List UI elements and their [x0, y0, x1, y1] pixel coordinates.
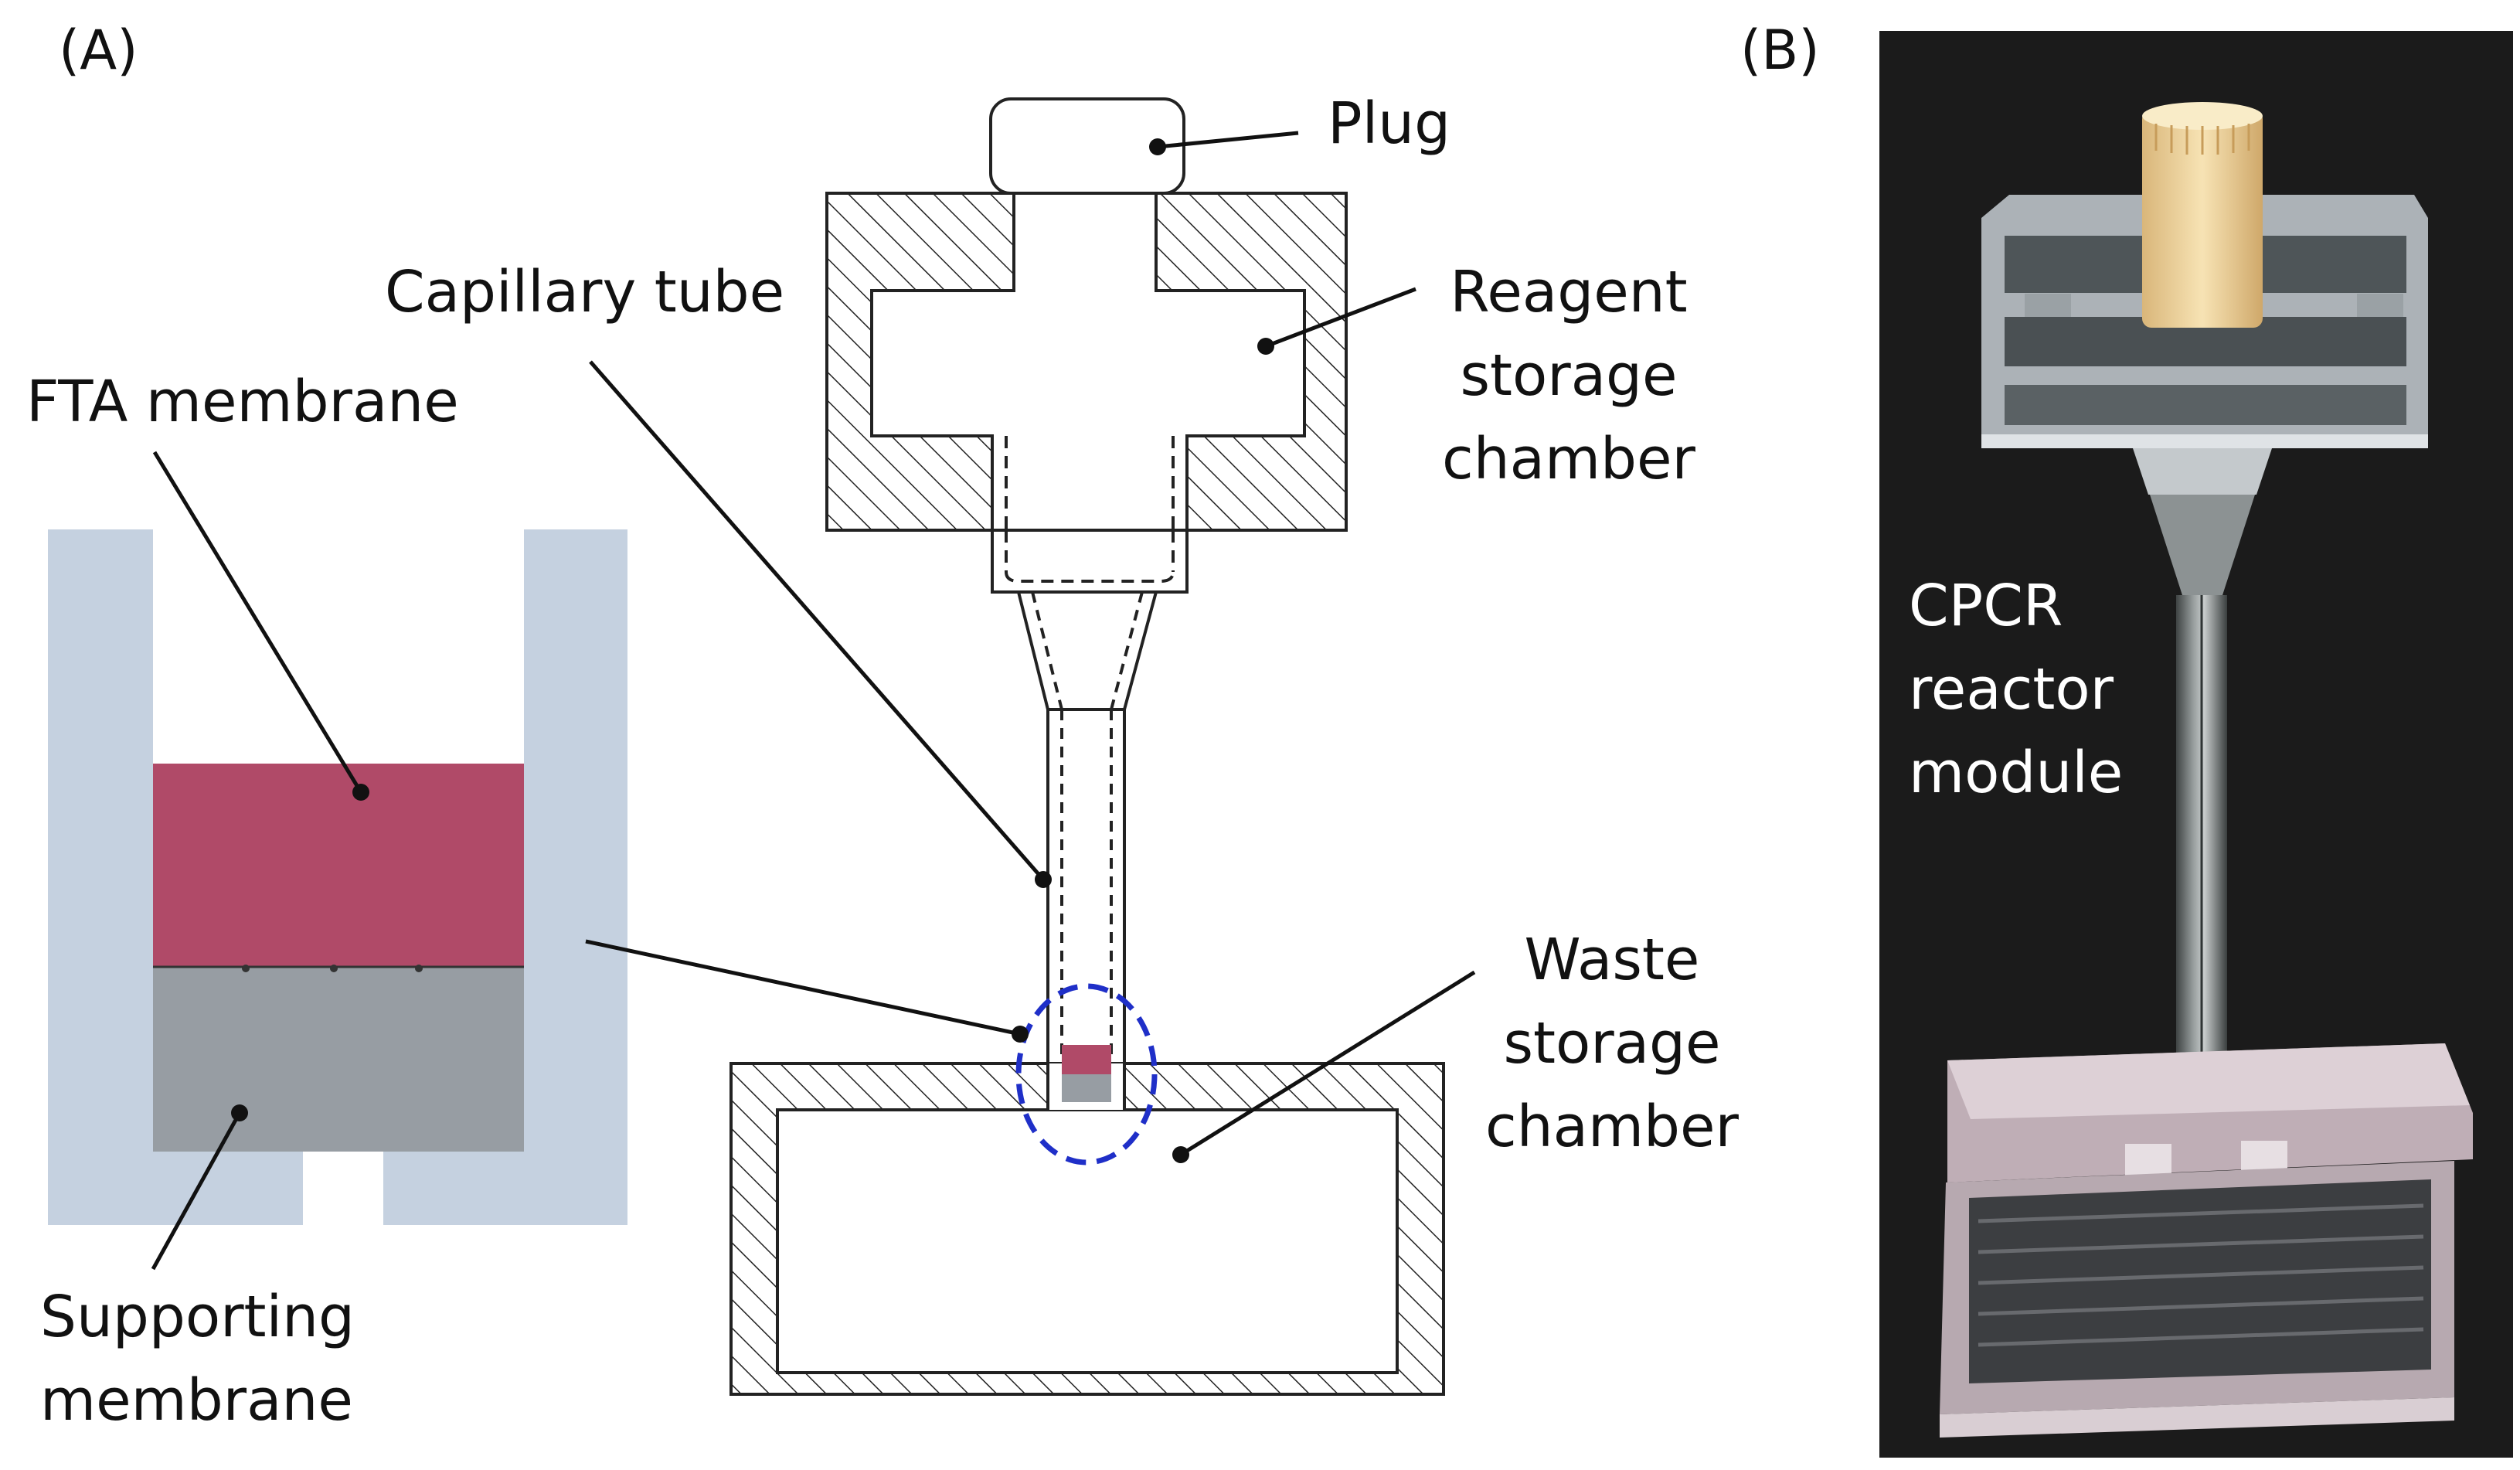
photo-panel [1879, 31, 2513, 1458]
waste-storage-label: Waste storage chamber [1481, 918, 1743, 1169]
membrane-interface-dots [242, 965, 423, 972]
tube-supporting-membrane [1062, 1074, 1111, 1102]
reactor-cone [2150, 495, 2255, 595]
waste-label-line-2: storage [1503, 1010, 1721, 1077]
reactor-label-line-3: module [1909, 740, 2124, 806]
leader-lines [151, 131, 1476, 1271]
waste-label-line-3: chamber [1485, 1094, 1739, 1160]
membrane-zoom-leader [585, 939, 1021, 1036]
panel-label-b: (B) [1740, 19, 1820, 82]
reagent-label-line-3: chamber [1442, 426, 1695, 492]
membrane-highlight-ellipse [1015, 983, 1158, 1165]
supporting-membrane-layer [153, 968, 524, 1152]
tube-fta-membrane [1062, 1045, 1111, 1074]
fta-membrane-label: FTA membrane [26, 369, 459, 435]
fta-membrane-layer [153, 764, 524, 966]
reagent-leader [1265, 287, 1416, 349]
reactor-bottom-block [1940, 1043, 2473, 1438]
membrane-holder [48, 529, 627, 1225]
supporting-membrane-label: Supporting membrane [40, 1275, 355, 1442]
reagent-storage-label: Reagent storage chamber [1437, 250, 1700, 501]
funnel [1016, 590, 1158, 711]
supporting-label-line-1: Supporting [40, 1284, 355, 1350]
supporting-leader [151, 1111, 242, 1271]
reactor-label-line-2: reactor [1909, 656, 2114, 723]
supporting-label-line-2: membrane [40, 1367, 353, 1434]
reagent-label-line-1: Reagent [1450, 259, 1688, 325]
fta-leader [152, 451, 363, 794]
waste-chamber-cavity [776, 1108, 1399, 1374]
reagent-label-line-2: storage [1460, 342, 1678, 409]
panel-label-a: (A) [59, 19, 138, 82]
waste-label-line-1: Waste [1524, 927, 1700, 993]
waste-leader [1179, 970, 1476, 1157]
capillary-tube-label: Capillary tube [385, 259, 785, 325]
device-schematic [729, 97, 1445, 1396]
reactor-plug-cap [2142, 102, 2263, 328]
reactor-module-label: CPCR reactor module [1909, 564, 2123, 815]
plug-leader [1157, 131, 1299, 149]
plug-label: Plug [1328, 90, 1451, 157]
membrane-cross-section [48, 529, 627, 1225]
capillary-leader [589, 360, 1045, 881]
reactor-label-line-1: CPCR [1909, 573, 2063, 639]
